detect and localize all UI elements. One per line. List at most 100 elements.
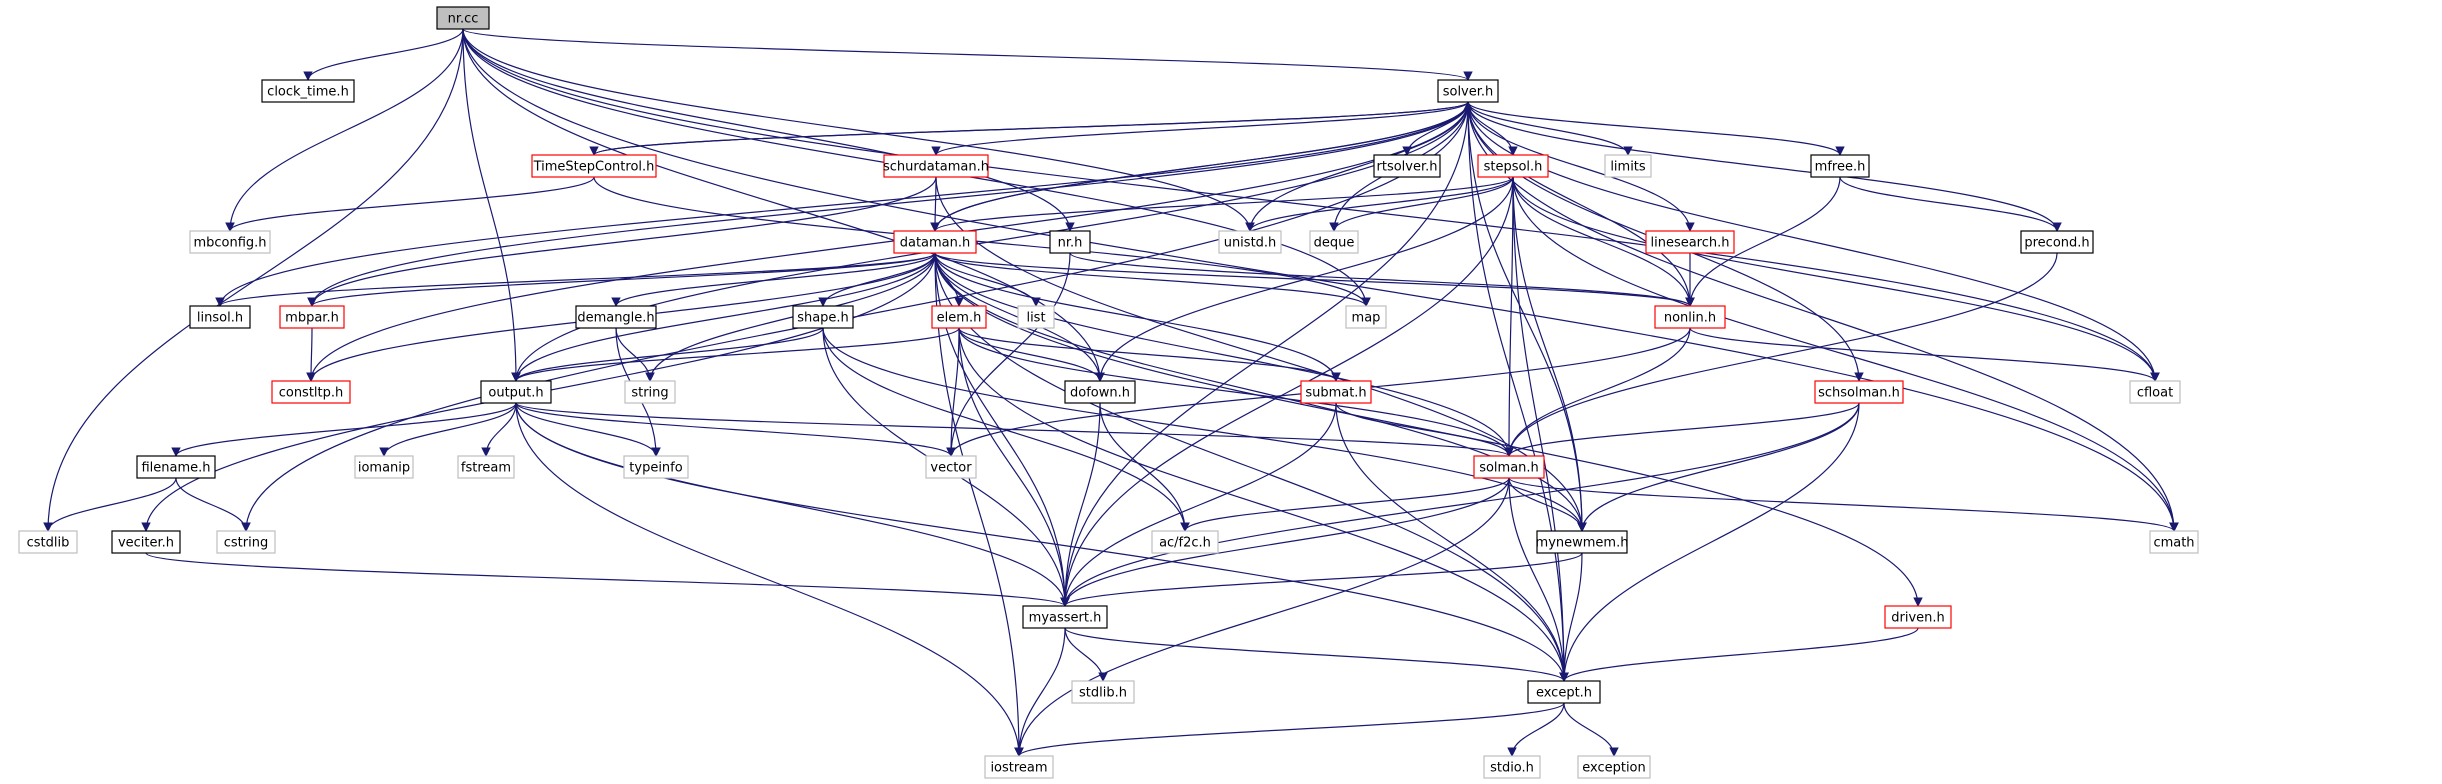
node-mbpar-h[interactable]: mbpar.h — [279, 305, 345, 329]
edge-output_h-to-vector — [515, 402, 956, 457]
node-box — [624, 380, 676, 404]
node-stepsol-h[interactable]: stepsol.h — [1477, 154, 1549, 178]
node-label: map — [1352, 311, 1381, 326]
node-deque: deque — [1309, 230, 1359, 254]
edge-solver_h-to-cmath — [1467, 101, 2179, 532]
node-dofown-h[interactable]: dofown.h — [1064, 380, 1136, 404]
node-box — [1218, 230, 1282, 254]
edge-solman_h-to-ac_f2c_h — [1180, 477, 1510, 532]
node-cmath: cmath — [2149, 530, 2199, 554]
node-label: linesearch.h — [1650, 236, 1729, 251]
edge-solver_h-to-cfloat — [1467, 101, 2160, 382]
node-mynewmem-h[interactable]: mynewmem.h — [1536, 530, 1629, 554]
edge-except_h-to-exception — [1563, 702, 1619, 757]
node-output-h[interactable]: output.h — [480, 380, 552, 404]
node-label: rtsolver.h — [1377, 160, 1438, 175]
edge-dataman_h-to-submat_h — [934, 252, 1341, 382]
node-clock-time-h[interactable]: clock_time.h — [261, 79, 355, 103]
node-box — [436, 6, 490, 30]
node-box — [575, 305, 657, 329]
node-stdio-h: stdio.h — [1483, 755, 1541, 779]
edge-timestepcontrol_h-to-solver_h — [593, 101, 1473, 156]
edge-mfree_h-to-nonlin_h — [1685, 176, 1841, 307]
edge-elem_h-to-output_h — [511, 327, 960, 382]
edge-dofown_h-to-myassert_h — [1060, 402, 1101, 607]
node-label: cfloat — [2137, 386, 2173, 401]
node-nr-cc[interactable]: nr.cc — [436, 6, 490, 30]
node-label: string — [631, 386, 668, 401]
edge-myassert_h-to-iostream — [1014, 627, 1066, 757]
node-label: deque — [1314, 236, 1355, 251]
node-box — [1064, 380, 1136, 404]
edge-mynewmem_h-to-except_h — [1559, 552, 1583, 682]
edge-timestepcontrol_h-to-mbconfig_h — [225, 176, 595, 232]
node-schurdataman-h[interactable]: schurdataman.h — [883, 154, 989, 178]
node-box — [1345, 305, 1387, 329]
node-label: myassert.h — [1029, 611, 1102, 626]
edge-solver_h-to-limits — [1467, 101, 1633, 156]
node-label: vector — [930, 461, 972, 476]
edge-schsolman_h-to-except_h — [1559, 402, 1860, 682]
node-veciter-h[interactable]: veciter.h — [111, 530, 181, 554]
node-box — [931, 305, 987, 329]
node-label: except.h — [1536, 686, 1592, 701]
edge-dofown_h-to-ac_f2c_h — [1099, 402, 1190, 532]
node-label: mfree.h — [1815, 160, 1866, 175]
edge-solver_h-to-rtsolver_h — [1402, 101, 1469, 156]
node-solver-h[interactable]: solver.h — [1437, 79, 1499, 103]
node-solman-h[interactable]: solman.h — [1473, 455, 1545, 479]
edge-output_h-to-typeinfo — [515, 402, 661, 457]
edge-mbpar_h-to-constltp_h — [306, 327, 316, 382]
edge-myassert_h-to-stdlib_h — [1064, 627, 1108, 682]
node-box — [18, 530, 78, 554]
edge-nr_cc-to-cfloat — [462, 28, 2160, 382]
node-precond-h[interactable]: precond.h — [2020, 230, 2094, 254]
node-cfloat: cfloat — [2129, 380, 2181, 404]
node-mfree-h[interactable]: mfree.h — [1810, 154, 1870, 178]
node-box — [111, 530, 181, 554]
edge-nr_cc-to-solver_h — [462, 28, 1473, 81]
node-rtsolver-h[interactable]: rtsolver.h — [1373, 154, 1441, 178]
node-box — [457, 455, 515, 479]
edge-output_h-to-iomanip — [379, 402, 517, 457]
node-box — [261, 79, 355, 103]
node-box — [1049, 230, 1091, 254]
node-myassert-h[interactable]: myassert.h — [1022, 605, 1108, 629]
edge-dataman_h-to-list — [934, 252, 1041, 307]
node-label: mbpar.h — [285, 311, 339, 326]
node-label: nr.cc — [448, 12, 479, 27]
node-box — [271, 380, 351, 404]
node-box — [531, 154, 657, 178]
node-linsol-h[interactable]: linsol.h — [189, 305, 251, 329]
node-schsolman-h[interactable]: schsolman.h — [1814, 380, 1904, 404]
edge-shape_h-to-output_h — [511, 327, 824, 382]
node-label: iomanip — [358, 461, 410, 476]
node-label: shape.h — [797, 311, 849, 326]
node-filename-h[interactable]: filename.h — [136, 455, 216, 479]
node-box — [1071, 680, 1135, 704]
node-constltp-h[interactable]: constltp.h — [271, 380, 351, 404]
node-shape-h[interactable]: shape.h — [792, 305, 854, 329]
node-label: iostream — [990, 761, 1047, 776]
node-box — [1437, 79, 1499, 103]
node-list: list — [1017, 305, 1055, 329]
node-nonlin-h[interactable]: nonlin.h — [1654, 305, 1726, 329]
node-linesearch-h[interactable]: linesearch.h — [1645, 230, 1735, 254]
node-except-h[interactable]: except.h — [1527, 680, 1601, 704]
node-label: limits — [1610, 160, 1646, 175]
node-driven-h[interactable]: driven.h — [1884, 605, 1952, 629]
edge-schsolman_h-to-myassert_h — [1060, 402, 1860, 607]
edge-precond_h-to-solman_h — [1504, 252, 2058, 457]
node-submat-h[interactable]: submat.h — [1300, 380, 1372, 404]
node-box — [925, 455, 977, 479]
edge-nr_cc-to-nr_h — [462, 28, 1075, 232]
node-timestepcontrol-h[interactable]: TimeStepControl.h — [531, 154, 657, 178]
node-demangle-h[interactable]: demangle.h — [575, 305, 657, 329]
node-stdlib-h: stdlib.h — [1071, 680, 1135, 704]
node-box — [1373, 154, 1441, 178]
node-dataman-h[interactable]: dataman.h — [893, 230, 977, 254]
node-elem-h[interactable]: elem.h — [931, 305, 987, 329]
node-box — [2020, 230, 2094, 254]
node-nr-h[interactable]: nr.h — [1049, 230, 1091, 254]
